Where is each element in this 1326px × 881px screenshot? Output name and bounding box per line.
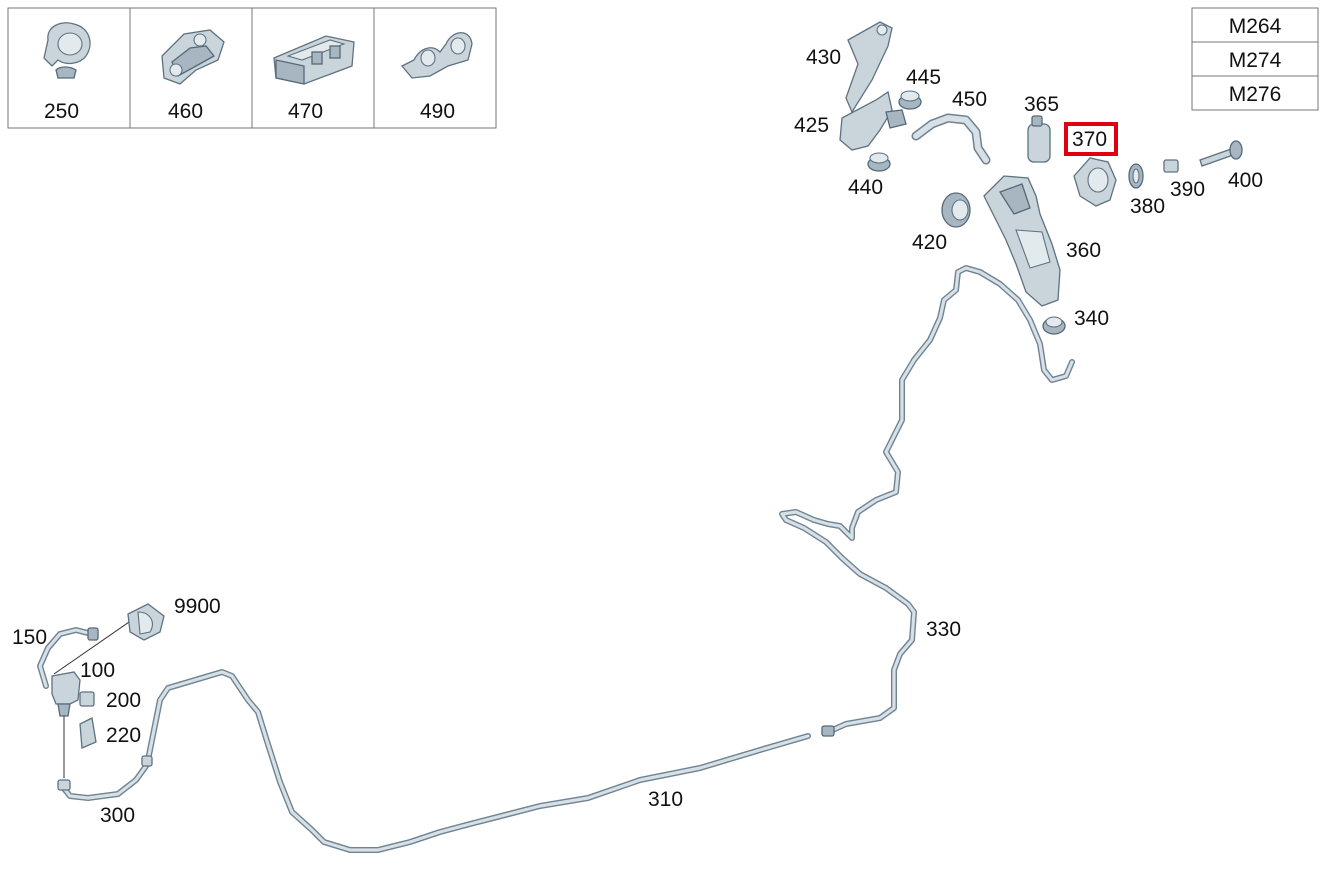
callout-labels: 430 445 450 365 425 370 400 440 390 380 … (12, 46, 1263, 827)
clip-part-icon (43, 22, 91, 79)
callout-445[interactable]: 445 (906, 66, 941, 89)
grommet-445[interactable] (898, 90, 922, 110)
callout-370-highlight (1064, 122, 1118, 156)
filter-assembly[interactable] (51, 671, 153, 791)
connector-420[interactable] (941, 192, 971, 228)
callout-440[interactable]: 440 (848, 176, 883, 199)
grommet-440[interactable] (867, 152, 891, 172)
spacer-390[interactable] (1163, 159, 1179, 173)
pump-370[interactable] (1073, 157, 1117, 207)
callout-300[interactable]: 300 (100, 804, 135, 827)
callout-450[interactable]: 450 (952, 88, 987, 111)
inset-label-470: 470 (288, 100, 323, 123)
canister-360[interactable] (983, 175, 1061, 307)
callout-390[interactable]: 390 (1170, 178, 1205, 201)
inset-cell-460[interactable]: 460 (161, 29, 225, 123)
inset-cell-250[interactable]: 250 (43, 22, 91, 123)
inset-cell-490[interactable]: 490 (400, 32, 473, 123)
clamp-340[interactable] (1042, 316, 1066, 335)
hose-450[interactable] (911, 113, 991, 165)
upper-bracket-430[interactable] (845, 21, 893, 114)
callout-220[interactable]: 220 (106, 724, 141, 747)
callout-340[interactable]: 340 (1074, 307, 1109, 330)
engine-variant-table: M264 M274 M276 (1191, 7, 1319, 111)
callout-330[interactable]: 330 (926, 618, 961, 641)
callout-150[interactable]: 150 (12, 626, 47, 649)
callout-400[interactable]: 400 (1228, 169, 1263, 192)
inset-label-460: 460 (168, 100, 203, 123)
double-clip-part-icon (400, 32, 473, 79)
callout-310[interactable]: 310 (648, 788, 683, 811)
fuel-line-330 (779, 265, 1075, 735)
inset-label-490: 490 (420, 100, 455, 123)
bolt-400[interactable] (1199, 140, 1243, 167)
callout-9900[interactable]: 9900 (174, 595, 221, 618)
holder-part-icon (161, 29, 225, 85)
bracket-block-part-icon (273, 35, 355, 85)
callout-380[interactable]: 380 (1130, 195, 1165, 218)
part-200 (79, 691, 95, 707)
fuel-lines (37, 265, 1075, 853)
engine-variant-m276[interactable]: M276 (1229, 83, 1282, 106)
callout-360[interactable]: 360 (1066, 239, 1101, 262)
inset-parts-table: 250 460 470 (7, 7, 497, 129)
ring-380[interactable] (1128, 163, 1144, 189)
callout-365[interactable]: 365 (1024, 93, 1059, 116)
callout-425[interactable]: 425 (794, 114, 829, 137)
inset-label-250: 250 (44, 100, 79, 123)
valve-365[interactable] (1027, 115, 1051, 163)
callout-430[interactable]: 430 (806, 46, 841, 69)
inset-cell-470[interactable]: 470 (273, 35, 355, 123)
callout-100[interactable]: 100 (80, 659, 115, 682)
engine-variant-m274[interactable]: M274 (1229, 49, 1282, 72)
label-plate-9900[interactable] (53, 603, 165, 675)
bracket-425[interactable] (839, 90, 907, 151)
callout-200[interactable]: 200 (106, 689, 141, 712)
callout-420[interactable]: 420 (912, 231, 947, 254)
part-220 (79, 717, 97, 749)
callout-370[interactable]: 370 (1072, 128, 1107, 151)
engine-variant-m264[interactable]: M264 (1229, 15, 1282, 38)
